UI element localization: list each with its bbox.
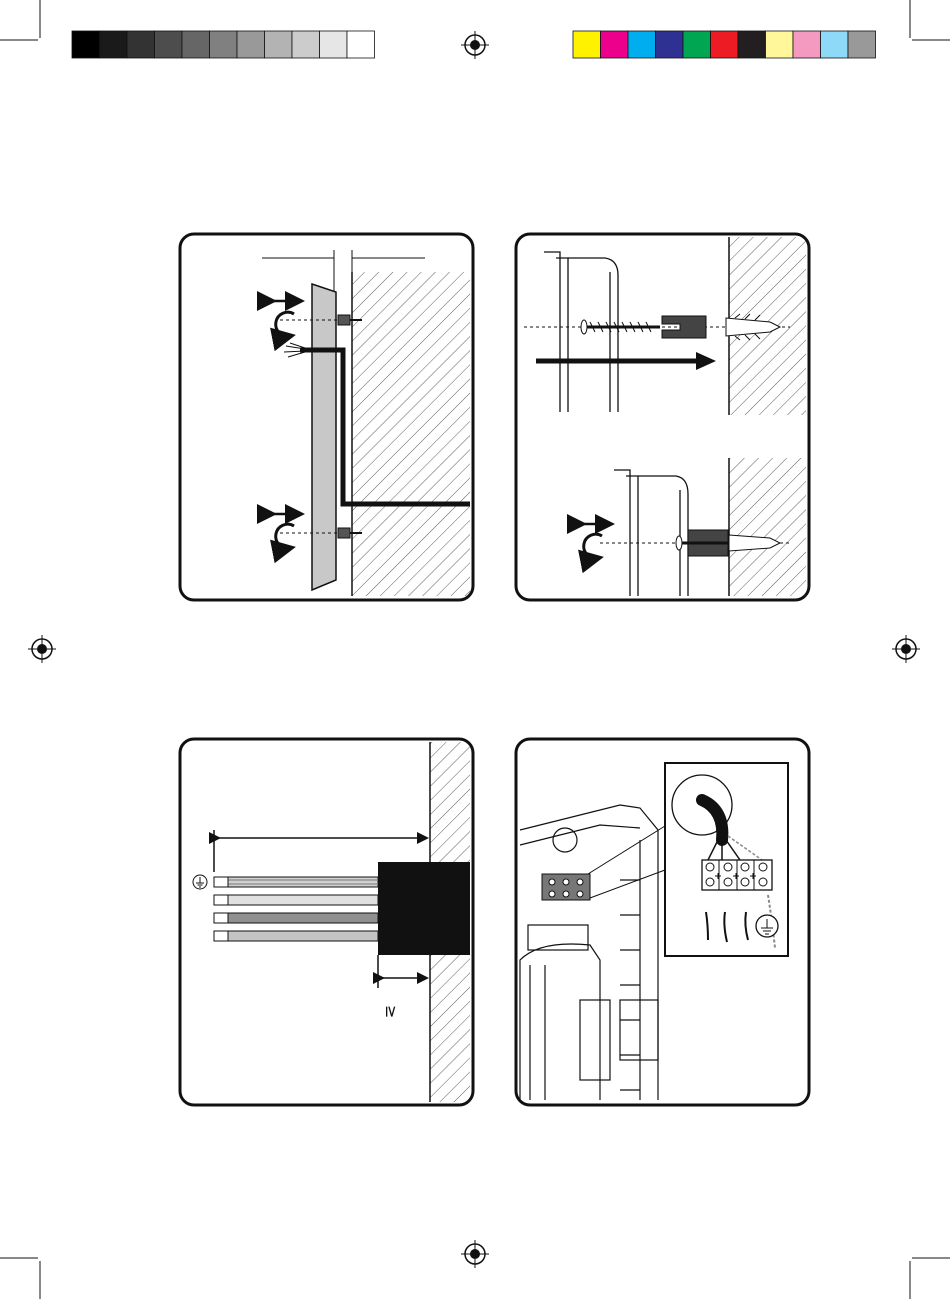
registration-mark-top [461,31,489,59]
process-swatch [711,31,739,58]
cable-sheath-icon [378,862,470,955]
process-swatch [628,31,656,58]
registration-mark-right [892,635,920,663]
process-swatch [573,31,601,58]
gray-swatch [237,31,265,58]
gray-swatch [210,31,238,58]
process-swatch [601,31,629,58]
process-swatch [848,31,876,58]
registration-mark-bottom [461,1240,489,1268]
gray-swatch [320,31,348,58]
wall-section [352,272,470,596]
process-swatch [766,31,794,58]
wire-icon [214,877,378,887]
wire-icon [214,931,378,941]
min-symbol: ≥ [382,1005,401,1018]
grayscale-color-bar [72,31,375,58]
gray-swatch [72,31,100,58]
gray-swatch [127,31,155,58]
panel-wall-spacing [180,234,473,600]
appliance-profile [312,284,336,590]
wall-section-bottom [729,458,806,596]
panel-cable-stripping: ≥ [180,739,473,1105]
wire-icon [214,895,378,905]
process-swatch [683,31,711,58]
process-color-bar [573,31,876,58]
panel-screw-mounting [516,234,809,600]
gray-swatch [100,31,128,58]
terminal-block-small [542,874,590,900]
process-swatch [793,31,821,58]
panel-terminal-connection [516,739,809,1105]
terminal-block-icon [702,860,772,890]
gray-swatch [155,31,183,58]
gray-swatch [292,31,320,58]
process-swatch [821,31,849,58]
process-swatch [738,31,766,58]
process-swatch [656,31,684,58]
gray-swatch [347,31,375,58]
gray-swatch [182,31,210,58]
wire-icon [214,913,378,923]
ground-symbol-icon [756,915,778,937]
gray-swatch [265,31,293,58]
registration-mark-left [28,635,56,663]
